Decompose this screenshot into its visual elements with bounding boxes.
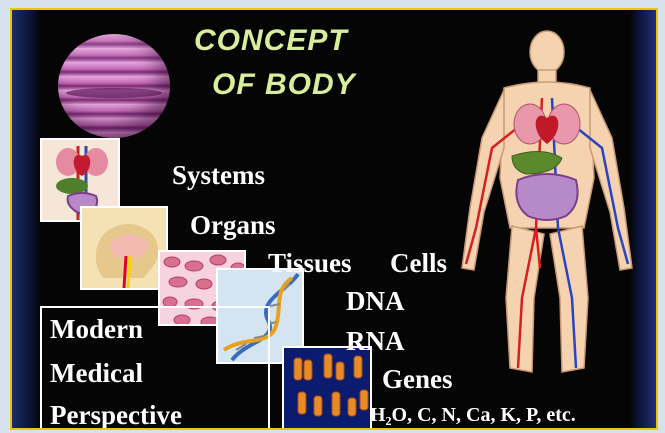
level-elements: H₂O, C, N, Ca, K, P, etc. bbox=[370, 404, 576, 427]
level-tissues: Tissues bbox=[268, 248, 352, 279]
perspective-line-1: Modern bbox=[50, 314, 143, 345]
level-rna: RNA bbox=[346, 326, 405, 357]
perspective-line-2: Medical bbox=[50, 358, 143, 389]
chromosomes-icon bbox=[282, 346, 372, 430]
level-organs: Organs bbox=[190, 210, 276, 241]
brain-head-icon bbox=[80, 206, 168, 290]
human-body-icon bbox=[452, 28, 642, 388]
level-dna: DNA bbox=[346, 286, 405, 317]
left-gradient-band bbox=[12, 10, 40, 428]
title-line-1: CONCEPT bbox=[194, 24, 348, 58]
level-genes: Genes bbox=[382, 364, 453, 395]
title-line-2: OF BODY bbox=[212, 68, 356, 102]
perspective-line-3: Perspective bbox=[50, 400, 182, 430]
globe-icon bbox=[58, 34, 170, 138]
concept-of-body-slide: CONCEPT OF BODY bbox=[10, 8, 658, 430]
level-systems: Systems bbox=[172, 160, 265, 191]
level-cells: Cells bbox=[390, 248, 447, 279]
